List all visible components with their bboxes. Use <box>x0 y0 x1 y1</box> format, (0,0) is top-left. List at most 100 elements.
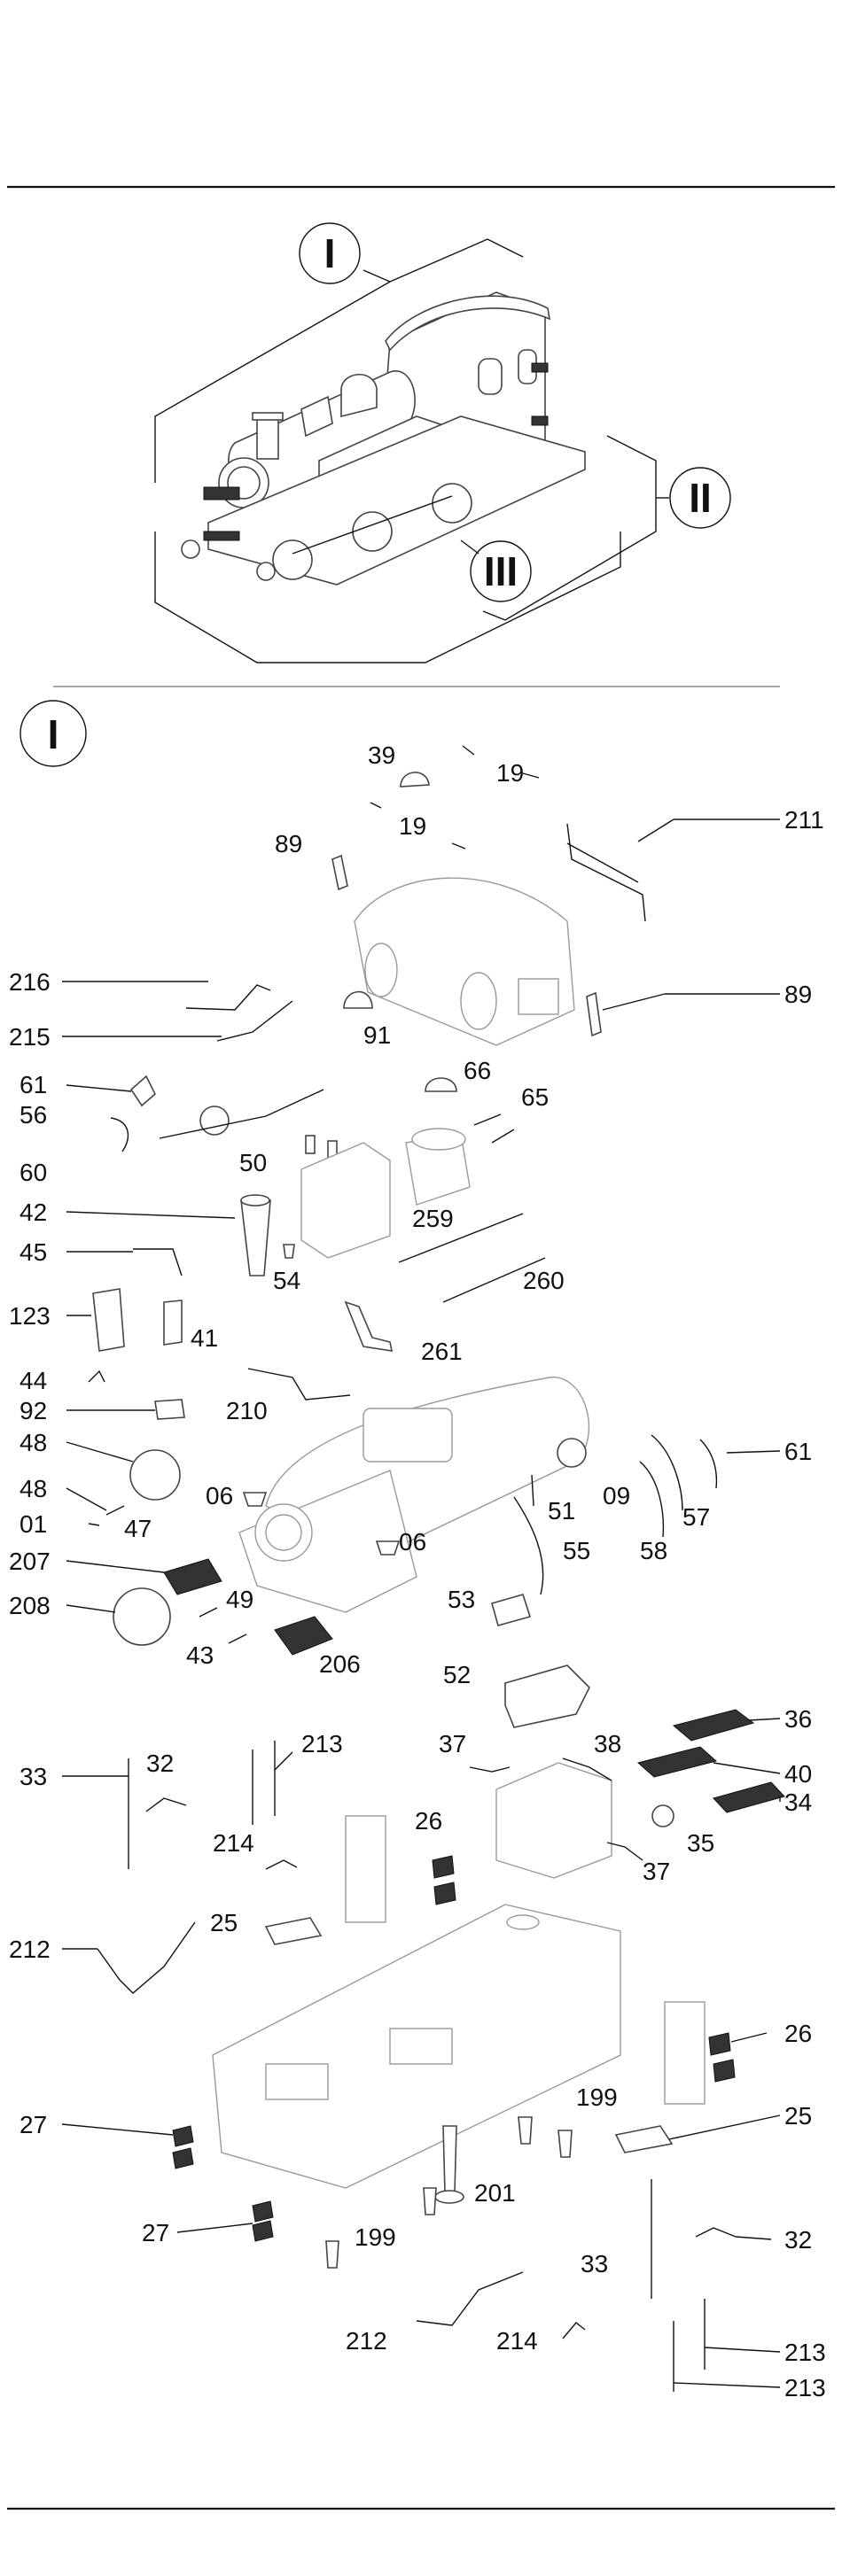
part-199b-shape <box>326 2241 339 2268</box>
label-06: 06 <box>399 1528 426 1556</box>
cab-roof-porthole <box>461 973 496 1029</box>
label-213: 213 <box>784 2339 826 2366</box>
group-iii-marker: III <box>484 548 518 594</box>
part-199-shape <box>558 2130 572 2157</box>
part-89-shape <box>587 993 601 1036</box>
part-45-shape <box>133 1249 182 1276</box>
loco-chimney <box>253 413 283 420</box>
part-19-shape <box>523 773 539 778</box>
label-261: 261 <box>421 1338 463 1365</box>
section-i-marker: I <box>48 711 59 757</box>
label-57: 57 <box>682 1503 710 1531</box>
label-27: 27 <box>142 2219 169 2246</box>
label-06: 06 <box>206 1482 233 1509</box>
part-27-shape <box>173 2148 193 2169</box>
cab-window <box>479 359 502 394</box>
buffer-step <box>204 531 239 540</box>
parts-upper <box>89 746 645 1419</box>
part-25-shape <box>266 1918 321 1944</box>
dome-top <box>412 1129 465 1150</box>
part-42-top <box>241 1195 269 1206</box>
label-92: 92 <box>19 1397 47 1424</box>
smokebox-front <box>266 1515 301 1550</box>
part-66-shape <box>425 1078 456 1091</box>
firebox-box <box>363 1408 452 1462</box>
part-32-shape <box>146 1798 186 1812</box>
label-25: 25 <box>210 1909 238 1936</box>
label-32: 32 <box>784 2226 812 2254</box>
part-09-shape <box>557 1439 586 1467</box>
leader <box>674 2383 780 2387</box>
part-55-shape <box>514 1497 543 1594</box>
leader <box>638 819 674 842</box>
label-43: 43 <box>186 1641 214 1669</box>
part-42-shape <box>241 1200 270 1276</box>
part-60-shape <box>160 1090 324 1138</box>
label-211: 211 <box>784 806 824 834</box>
label-66: 66 <box>464 1057 491 1084</box>
label-65: 65 <box>521 1083 549 1111</box>
label-37: 37 <box>439 1730 466 1757</box>
part-208-shape <box>113 1588 170 1645</box>
part-44-shape <box>89 1371 105 1382</box>
part-91-shape <box>344 992 372 1008</box>
leader <box>177 2223 253 2232</box>
label-208: 208 <box>9 1592 51 1619</box>
part-41-shape <box>164 1300 182 1345</box>
part-50-shape <box>306 1136 315 1153</box>
label-201: 201 <box>474 2179 516 2207</box>
part-214-shape <box>266 1860 297 1869</box>
label-215: 215 <box>9 1023 51 1051</box>
label-36: 36 <box>784 1705 812 1733</box>
label-213: 213 <box>301 1730 343 1757</box>
part-40-shape <box>638 1747 716 1777</box>
part-34-shape <box>713 1782 784 1812</box>
label-32: 32 <box>146 1750 174 1777</box>
driving-wheel <box>273 540 312 579</box>
part-54-shape <box>284 1245 294 1258</box>
label-34: 34 <box>784 1788 812 1816</box>
leader <box>731 2033 767 2042</box>
leader <box>66 1085 131 1091</box>
label-207: 207 <box>9 1548 51 1575</box>
label-89: 89 <box>275 830 302 857</box>
leader <box>749 1719 780 1720</box>
label-19: 19 <box>399 812 426 840</box>
label-01: 01 <box>19 1510 47 1538</box>
label-216: 216 <box>9 968 51 996</box>
label-26: 26 <box>784 2020 812 2047</box>
part-26-shape <box>434 1882 456 1905</box>
label-45: 45 <box>19 1238 47 1266</box>
leader <box>62 2124 173 2135</box>
part-214b-shape <box>563 2323 585 2339</box>
tank-filler <box>266 2064 328 2099</box>
label-38: 38 <box>594 1730 621 1757</box>
loco-chimney <box>257 416 278 459</box>
part-27b-shape <box>253 2221 273 2241</box>
part-207-shape <box>164 1559 222 1594</box>
label-25: 25 <box>784 2102 812 2130</box>
front-steps <box>204 487 239 500</box>
leader <box>66 1605 115 1612</box>
label-44: 44 <box>19 1367 47 1394</box>
sandbox-body <box>301 1143 390 1258</box>
label-26: 26 <box>415 1807 442 1835</box>
label-48: 48 <box>19 1429 47 1456</box>
part-37b-shape <box>607 1843 643 1860</box>
part-210-shape <box>248 1369 350 1400</box>
label-214: 214 <box>496 2327 538 2355</box>
part-215-shape <box>217 1001 292 1041</box>
part-26b-shape <box>713 2060 735 2082</box>
part-26b-shape <box>709 2033 730 2055</box>
leader <box>669 2115 780 2139</box>
leader <box>66 1212 235 1218</box>
label-61: 61 <box>19 1071 47 1098</box>
cab-step <box>532 416 548 425</box>
part-199b-shape <box>424 2188 436 2215</box>
footplate-panel <box>505 1665 589 1727</box>
group-i-marker: I <box>324 230 336 276</box>
label-259: 259 <box>412 1205 454 1232</box>
label-41: 41 <box>191 1324 218 1352</box>
label-50: 50 <box>239 1149 267 1176</box>
